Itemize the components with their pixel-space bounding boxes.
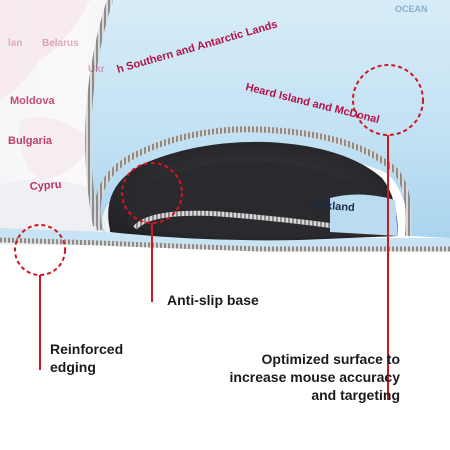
map-label-belarus: Belarus (42, 38, 79, 49)
map-label-bulgaria: Bulgaria (8, 135, 53, 147)
mat-front-stitch (0, 237, 450, 252)
map-label-ukraine: Ukr (88, 64, 105, 75)
callout-anti-slip-text: Anti-slip base (167, 292, 259, 308)
map-label-poland: lan (8, 38, 22, 49)
callout-anti-slip-base: Anti-slip base (167, 291, 259, 309)
callout-optimized-surface: Optimized surface to increase mouse accu… (200, 350, 400, 404)
marker-base (121, 162, 183, 224)
callout-edging-line-2: edging (50, 359, 96, 375)
map-label-cyprus: Cypru (29, 179, 62, 193)
marker-surface (352, 64, 424, 136)
curled-mat (85, 0, 450, 241)
callout-markers (14, 64, 424, 400)
callout-surface-line-3: and targeting (311, 387, 400, 403)
map-label-falkland: Falkland (310, 199, 355, 214)
map-label-moldova: Moldova (10, 95, 55, 107)
callout-surface-line-1: Optimized surface to (261, 351, 400, 367)
marker-edging (14, 224, 66, 276)
callout-edging-line-1: Reinforced (50, 341, 124, 357)
callout-surface-line-2: increase mouse accuracy (229, 369, 400, 385)
map-label-ocean: OCEAN (395, 4, 428, 14)
callout-reinforced-edging: Reinforced edging (50, 340, 160, 376)
tabletop (0, 245, 450, 450)
